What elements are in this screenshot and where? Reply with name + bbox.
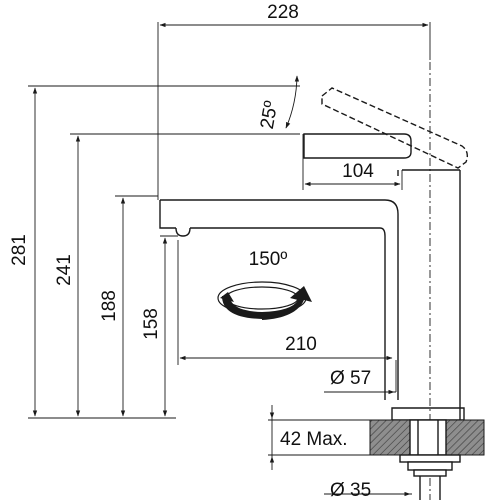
extension-lines [28, 22, 431, 495]
lever-ghost [321, 87, 469, 169]
faucet-body [159, 87, 469, 421]
dim-spout-top-height: 188 [99, 290, 120, 322]
faucet-base [391, 407, 465, 421]
dim-rotation: 150º [249, 249, 288, 270]
rotation-arrow-icon [217, 281, 312, 320]
dim-spout-outlet-height: 158 [141, 308, 162, 340]
dim-counter-thickness: 42 Max. [280, 429, 348, 450]
dim-lever-angle: 25º [257, 99, 283, 130]
dim-overall-width: 228 [267, 2, 299, 23]
dim-lever-height: 241 [54, 254, 75, 286]
counter-section [369, 419, 485, 500]
spout-outlet [175, 227, 191, 237]
lever [303, 133, 412, 159]
dim-lever-length: 104 [342, 161, 374, 182]
dim-spout-reach: 210 [285, 334, 317, 355]
dim-hole-diameter: Ø 35 [330, 480, 371, 500]
spout [159, 199, 399, 400]
dim-total-height: 281 [9, 234, 30, 266]
dim-base-diameter: Ø 57 [330, 368, 371, 389]
dimension-lines [32, 22, 429, 497]
